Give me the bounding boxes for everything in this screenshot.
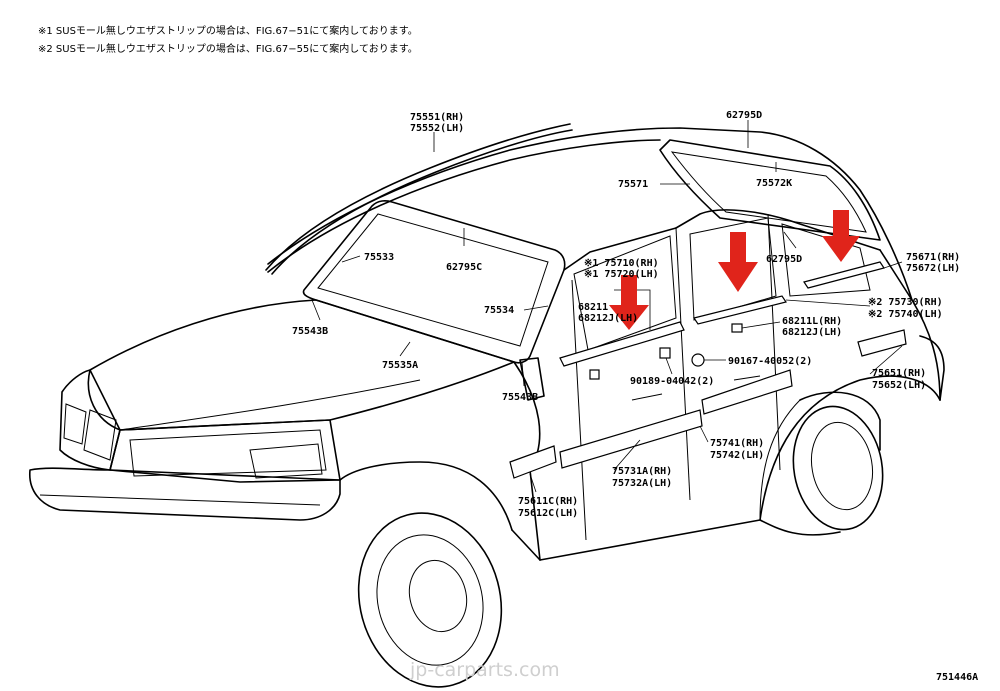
label-62795d-top: 62795D <box>726 110 762 121</box>
label-75571: 75571 <box>618 179 648 190</box>
figure-code: 751446A <box>936 672 978 683</box>
label-75720: ※1 75720(LH) <box>584 269 659 280</box>
note-1: ※1 SUSモール無しウエザストリップの場合は、FIG.67−51にて案内してお… <box>38 26 418 37</box>
label-75612c: 75612C(LH) <box>518 508 578 519</box>
label-68211l: 68211L(RH) <box>782 316 842 327</box>
part-labels: 75551(RH) 75552(LH) 62795D 75571 75572K … <box>292 110 960 519</box>
mouldings <box>509 261 907 479</box>
label-75611c: 75611C(RH) <box>518 496 578 507</box>
leader-lines <box>311 120 903 493</box>
quarter-moulding <box>857 329 907 357</box>
label-75652: 75652(LH) <box>872 380 926 391</box>
label-75543b-bottom: 75543B <box>502 392 538 403</box>
note-2: ※2 SUSモール無しウエザストリップの場合は、FIG.67−55にて案内してお… <box>38 44 418 55</box>
watermark: jp-carparts.com <box>409 659 560 681</box>
rear-door-belt-moulding <box>693 295 787 325</box>
front-fender-moulding <box>509 445 557 479</box>
label-75710: ※1 75710(RH) <box>584 258 659 269</box>
label-75731a: 75731A(RH) <box>612 466 672 477</box>
highlight-arrows <box>609 210 860 330</box>
label-68212: 68212J(LH) <box>578 313 638 324</box>
down-arrow-icon <box>609 275 649 330</box>
label-68211: 68211 <box>578 302 608 313</box>
label-90189: 90189-04042(2) <box>630 376 714 387</box>
label-75572k: 75572K <box>756 178 792 189</box>
label-75742: 75742(LH) <box>710 450 764 461</box>
label-68212j: 68212J(LH) <box>782 327 842 338</box>
label-75552: 75552(LH) <box>410 123 464 134</box>
rear-door-body-moulding <box>701 369 793 415</box>
label-75732a: 75732A(LH) <box>612 478 672 489</box>
front-door-belt-moulding <box>559 321 685 367</box>
clip-90189 <box>659 347 671 359</box>
label-75672: 75672(LH) <box>906 263 960 274</box>
screw-90167 <box>691 353 705 367</box>
label-75533: 75533 <box>364 252 394 263</box>
label-75741: 75741(RH) <box>710 438 764 449</box>
label-75671: 75671(RH) <box>906 252 960 263</box>
label-62795c: 62795C <box>446 262 482 273</box>
label-75543b-left: 75543B <box>292 326 328 337</box>
down-arrow-icon <box>822 210 860 262</box>
clip-68212j <box>731 323 743 333</box>
label-75651: 75651(RH) <box>872 368 926 379</box>
quarter-belt-moulding <box>803 261 885 289</box>
label-75535a: 75535A <box>382 360 418 371</box>
down-arrow-icon <box>718 232 758 292</box>
clip-front-door <box>589 369 600 380</box>
label-75534: 75534 <box>484 305 514 316</box>
label-90167: 90167-40052(2) <box>728 356 812 367</box>
label-62795d-right: 62795D <box>766 254 802 265</box>
label-75730: ※2 75730(RH) <box>868 297 943 308</box>
front-door-body-moulding <box>559 409 703 469</box>
label-75740: ※2 75740(LH) <box>868 309 943 320</box>
car-outline <box>29 123 945 688</box>
label-75551: 75551(RH) <box>410 112 464 123</box>
